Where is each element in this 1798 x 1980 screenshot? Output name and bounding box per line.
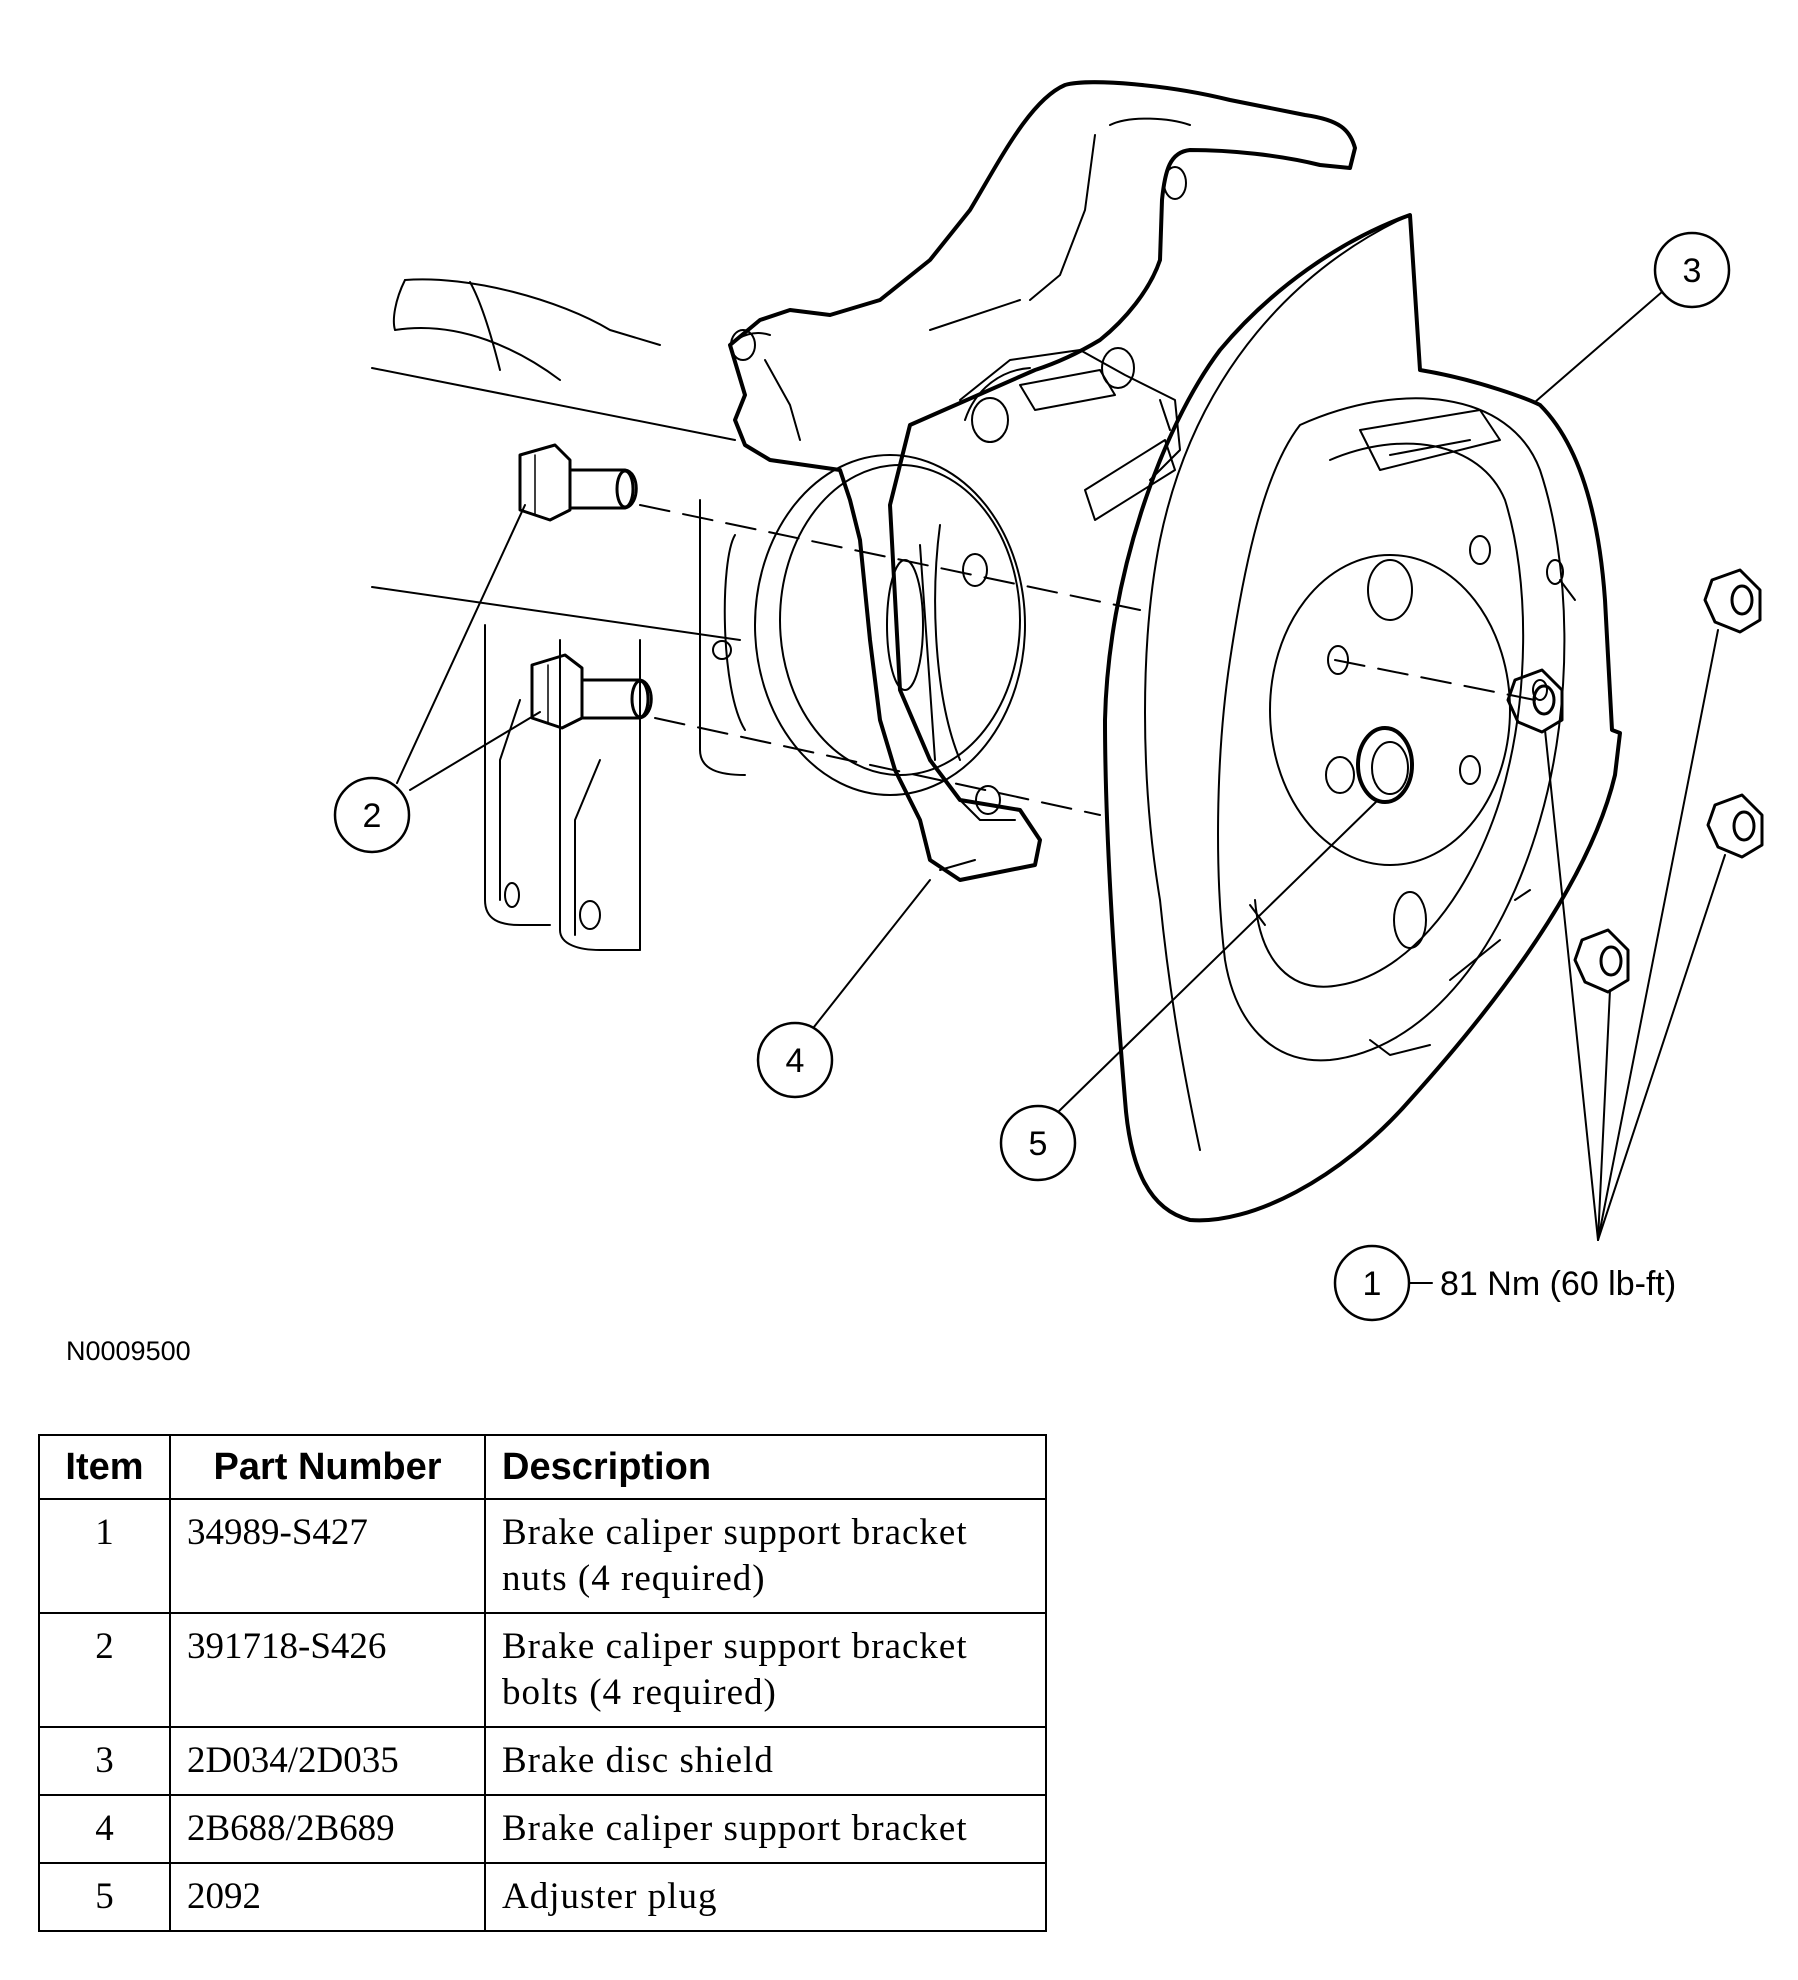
description-cell: Brake caliper support bracket nuts (4 re…	[484, 1498, 1047, 1614]
callout-5: 5	[999, 1104, 1077, 1182]
parts-table: Item Part Number Description 1 34989-S42…	[38, 1434, 1047, 1932]
caliper-support-bracket	[728, 80, 1357, 882]
table-row: 2 391718-S426 Brake caliper support brac…	[38, 1612, 1047, 1728]
exploded-brake-diagram: 1 2 3 4 5 81 Nm (60 lb-ft)	[333, 80, 1764, 1322]
callout-1: 1	[1333, 1244, 1411, 1322]
callout-3: 3	[1653, 231, 1731, 309]
svg-text:3: 3	[1683, 252, 1702, 290]
bracket-nut-4	[1506, 668, 1564, 734]
callout-2: 2	[333, 776, 411, 854]
part-number-cell: 34989-S427	[169, 1498, 486, 1614]
header-description: Description	[484, 1434, 1047, 1500]
table-row: 3 2D034/2D035 Brake disc shield	[38, 1726, 1047, 1796]
figure-id: N0009500	[66, 1336, 191, 1366]
bracket-bolt-upper	[518, 443, 638, 522]
table-row: 5 2092 Adjuster plug	[38, 1862, 1047, 1932]
part-number-cell: 2D034/2D035	[169, 1726, 486, 1796]
alignment-lines	[639, 504, 1536, 816]
svg-text:2: 2	[363, 797, 382, 835]
header-part-number: Part Number	[169, 1434, 486, 1500]
hub-bearing	[699, 454, 1026, 796]
item-cell: 3	[38, 1726, 171, 1796]
bracket-nut-3	[1573, 928, 1630, 994]
item-cell: 2	[38, 1612, 171, 1728]
brake-disc-shield	[1103, 213, 1622, 1223]
description-cell: Adjuster plug	[484, 1862, 1047, 1932]
item-cell: 4	[38, 1794, 171, 1864]
header-item: Item	[38, 1434, 171, 1500]
description-cell: Brake disc shield	[484, 1726, 1047, 1796]
torque-spec: 81 Nm (60 lb-ft)	[1440, 1265, 1676, 1303]
table-header-row: Item Part Number Description	[38, 1434, 1047, 1500]
item-cell: 1	[38, 1498, 171, 1614]
svg-text:5: 5	[1029, 1125, 1048, 1163]
svg-text:1: 1	[1363, 1265, 1382, 1303]
item-cell: 5	[38, 1862, 171, 1932]
part-number-cell: 2092	[169, 1862, 486, 1932]
table-row: 4 2B688/2B689 Brake caliper support brac…	[38, 1794, 1047, 1864]
caliper-bracket-details	[729, 117, 1191, 871]
bracket-nut-1	[1703, 568, 1762, 634]
svg-text:4: 4	[786, 1042, 805, 1080]
bracket-bolt-lower	[530, 653, 653, 730]
shield-inner-details	[1144, 214, 1576, 1151]
part-number-cell: 391718-S426	[169, 1612, 486, 1728]
adjuster-plug	[1356, 726, 1414, 804]
description-cell: Brake caliper support bracket	[484, 1794, 1047, 1864]
axle-housing	[371, 278, 741, 641]
leader-lines	[396, 284, 1726, 1284]
description-cell: Brake caliper support bracket bolts (4 r…	[484, 1612, 1047, 1728]
callout-4: 4	[756, 1021, 834, 1099]
part-number-cell: 2B688/2B689	[169, 1794, 486, 1864]
lower-mount-bracket	[484, 624, 641, 951]
bracket-nut-2	[1706, 793, 1764, 859]
table-row: 1 34989-S427 Brake caliper support brack…	[38, 1498, 1047, 1614]
